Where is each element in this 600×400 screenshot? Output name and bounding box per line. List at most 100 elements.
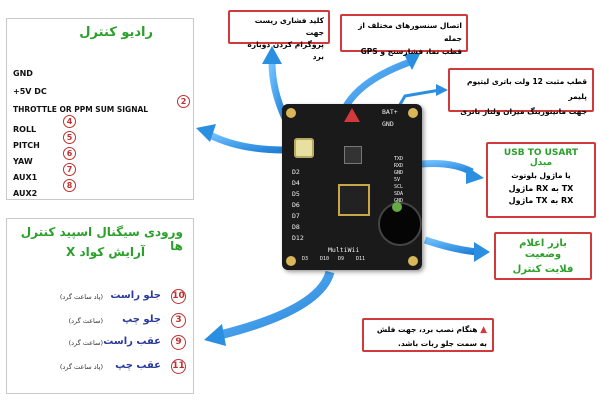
esc-motor-number: 10 [171, 289, 186, 304]
mount-hole-br [408, 256, 418, 266]
board-left-pin-label: D4 [292, 179, 300, 187]
buzzer-line-2: فلایت کنترل [512, 264, 574, 275]
usart-rx: RX به TX ماژول [508, 196, 574, 205]
sensors-line-2: قطب نما، فشارسنج و GPS [360, 47, 462, 56]
radio-pin-number: 5 [63, 131, 76, 144]
arrow-head-radio [196, 124, 216, 142]
esc-title: ورودی سیگنال اسپید کنترل ها [20, 225, 183, 253]
battery-line-2: جهت مانیتورینگ میزان ولتاژ باتری [460, 107, 587, 116]
esc-motor-label: عقب راست [103, 336, 161, 347]
radio-pin-number: 2 [177, 95, 190, 108]
radio-pin-label: THROTTLE OR PPM SUM SIGNAL [13, 105, 149, 114]
board-bottom-pin-label: D10 [320, 256, 330, 262]
sensors-callout: اتصال سنسورهای مختلف از جمله قطب نما، فش… [340, 14, 468, 56]
esc-subtitle-x: X [65, 245, 76, 259]
board-left-pin-label: D12 [292, 234, 304, 242]
radio-pin-label: GND [13, 69, 33, 78]
radio-pin-row: YAW 6 [13, 147, 76, 168]
battery-callout: قطب مثبت 12 ولت باتری لیتیوم پلیمر جهت م… [448, 68, 594, 116]
mount-line-2: به سمت جلو ربات باشد. [398, 339, 487, 348]
board-bat-label: BAT+ [382, 108, 398, 116]
board-gnd-label: GND [382, 120, 394, 128]
board-right-pin-label: 5V [394, 177, 401, 183]
esc-subtitle-row: آرایش کواد X [66, 245, 145, 259]
radio-pin-row: PITCH 5 [13, 131, 76, 152]
esc-motor-note: (پاد ساعت گرد) [59, 363, 103, 371]
board-bottom-pin-label: D9 [338, 256, 345, 262]
esc-motor-row: 9 عقب راست(ساعت گرد) [13, 335, 186, 351]
arrow-to-esc [218, 270, 335, 340]
arrow-head-reset [262, 46, 282, 64]
radio-control-title: رادیو کنترل [79, 25, 153, 40]
buzzer-line-1: بازر اعلام وضعیت [519, 238, 567, 260]
radio-pin-label: +5V DC [13, 87, 47, 96]
arrow-to-sensors [341, 58, 412, 110]
mount-line-1: ▲ هنگام نصب برد، جهت فلش [369, 323, 487, 337]
radio-pin-row: AUX1 7 [13, 163, 76, 184]
radio-pin-label: YAW [13, 157, 33, 166]
mount-hole-tr [408, 108, 418, 118]
sensor-chip [344, 146, 362, 164]
esc-motor-row: 10 جلو راست (پاد ساعت گرد) [13, 289, 186, 305]
board-right-pin-label: RXD [394, 163, 404, 169]
reset-line-2: پروگرام کردن دوباره برد [247, 40, 324, 61]
esc-motor-number: 9 [171, 335, 186, 350]
reset-line-1: کلید فشاری ریست جهت [254, 16, 324, 37]
board-left-pin-label: D8 [292, 223, 300, 231]
board-name: MultiWii [328, 246, 360, 254]
arrow-to-radio [208, 131, 286, 154]
usart-callout: USB TO USART مبدل یا ماژول بلوتوث TX به … [486, 142, 596, 218]
mount-text-1: هنگام نصب برد، جهت فلش [376, 325, 478, 334]
esc-motor-number: 11 [171, 359, 186, 374]
esc-motor-label: جلو چپ [122, 314, 161, 325]
usart-tx: TX به RX ماژول [508, 184, 574, 193]
radio-pin-number: 6 [63, 147, 76, 160]
usart-title: USB TO USART مبدل [503, 148, 579, 168]
mount-hole-bl [286, 256, 296, 266]
esc-motor-label: عقب چپ [115, 360, 161, 371]
radio-pin-row: GND [13, 61, 33, 80]
arrow-head-buzzer [474, 242, 490, 262]
radio-pin-number: 7 [63, 163, 76, 176]
esc-input-panel: ورودی سیگنال اسپید کنترل ها آرایش کواد X… [6, 218, 194, 394]
radio-pin-number: 8 [63, 179, 76, 192]
radio-pin-row: THROTTLE OR PPM SUM SIGNAL 2 [13, 95, 190, 116]
arrow-head-sensors [404, 54, 420, 70]
board-right-pin-label: GND [394, 170, 404, 176]
board-right-pin-label: GND [394, 198, 404, 204]
radio-pin-number: 4 [63, 115, 76, 128]
esc-motor-note: (ساعت گرد) [68, 339, 103, 347]
arrow-to-buzzer [423, 236, 479, 256]
radio-pin-label: PITCH [13, 141, 40, 150]
esc-subtitle: آرایش کواد [79, 245, 145, 259]
board-right-pin-label: SDA [394, 191, 404, 197]
radio-pin-row: +5V DC [13, 79, 47, 98]
arrow-head-esc [204, 324, 226, 346]
sensors-line-1: اتصال سنسورهای مختلف از جمله [358, 21, 462, 43]
mount-hole-tl [286, 108, 296, 118]
reset-button[interactable] [294, 138, 314, 158]
usart-subtitle: یا ماژول بلوتوث [511, 171, 571, 180]
board-left-pin-label: D5 [292, 190, 300, 198]
esc-motor-row: 11 عقب چپ (پاد ساعت گرد) [13, 359, 186, 375]
board-left-pin-label: D6 [292, 201, 300, 209]
board-left-pin-label: D2 [292, 168, 300, 176]
battery-line-1: قطب مثبت 12 ولت باتری لیتیوم پلیمر [467, 77, 587, 101]
board-bottom-pin-label: D11 [356, 256, 366, 262]
buzzer-mark [392, 202, 402, 212]
reset-callout: کلید فشاری ریست جهت پروگرام کردن دوباره … [228, 10, 330, 61]
board-left-pin-label: D7 [292, 212, 300, 220]
board-bottom-pin-label: D3 [302, 256, 309, 262]
esc-motor-label: جلو راست [110, 290, 161, 301]
esc-motor-note: (پاد ساعت گرد) [59, 293, 103, 301]
esc-motor-number: 3 [171, 313, 186, 328]
buzzer-callout: بازر اعلام وضعیت فلایت کنترل [494, 232, 592, 280]
radio-pin-label: AUX1 [13, 173, 38, 182]
board-right-pin-label: TXD [394, 156, 404, 162]
arrow-head-battery [436, 84, 448, 96]
mount-callout: ▲ هنگام نصب برد، جهت فلش به سمت جلو ربات… [362, 318, 494, 352]
